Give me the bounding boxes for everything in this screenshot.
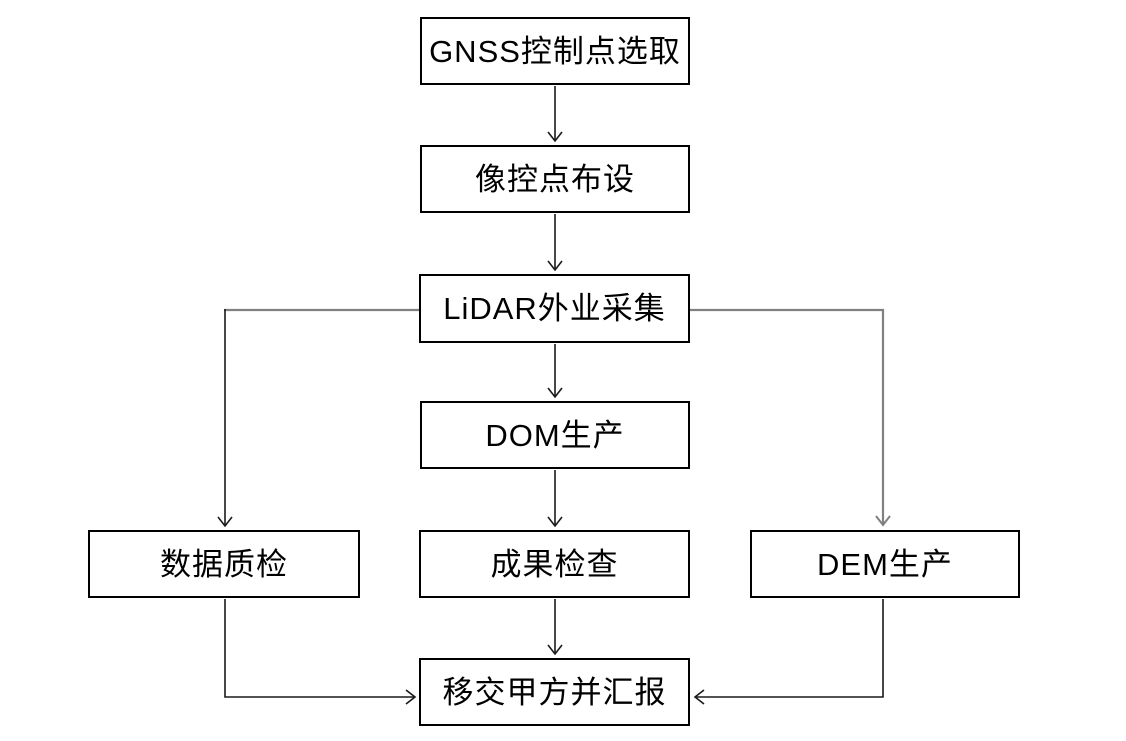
node-result-inspection: 成果检查 [419, 530, 690, 598]
node-label-result-inspection: 成果检查 [490, 546, 619, 582]
node-label-dom-production: DOM生产 [485, 417, 625, 453]
edge-data-qc-to-handover [224, 599, 417, 705]
edge-dem-to-handover [693, 599, 884, 705]
node-lidar-field-collection: LiDAR外业采集 [419, 274, 690, 343]
node-gnss-control-point-selection: GNSS控制点选取 [420, 17, 690, 85]
node-label-lidar-field-collection: LiDAR外业采集 [443, 291, 666, 326]
node-label-data-quality-check: 数据质检 [160, 546, 288, 582]
node-label-handover-and-report: 移交甲方并汇报 [442, 674, 667, 710]
node-image-control-point-layout: 像控点布设 [420, 145, 690, 213]
node-handover-and-report: 移交甲方并汇报 [419, 658, 690, 726]
node-data-quality-check: 数据质检 [88, 530, 360, 598]
node-label-gnss-control-point-selection: GNSS控制点选取 [429, 33, 681, 69]
node-dom-production: DOM生产 [420, 401, 690, 469]
node-dem-production: DEM生产 [750, 530, 1020, 598]
node-label-dem-production: DEM生产 [817, 546, 953, 582]
node-label-image-control-point-layout: 像控点布设 [475, 161, 635, 197]
